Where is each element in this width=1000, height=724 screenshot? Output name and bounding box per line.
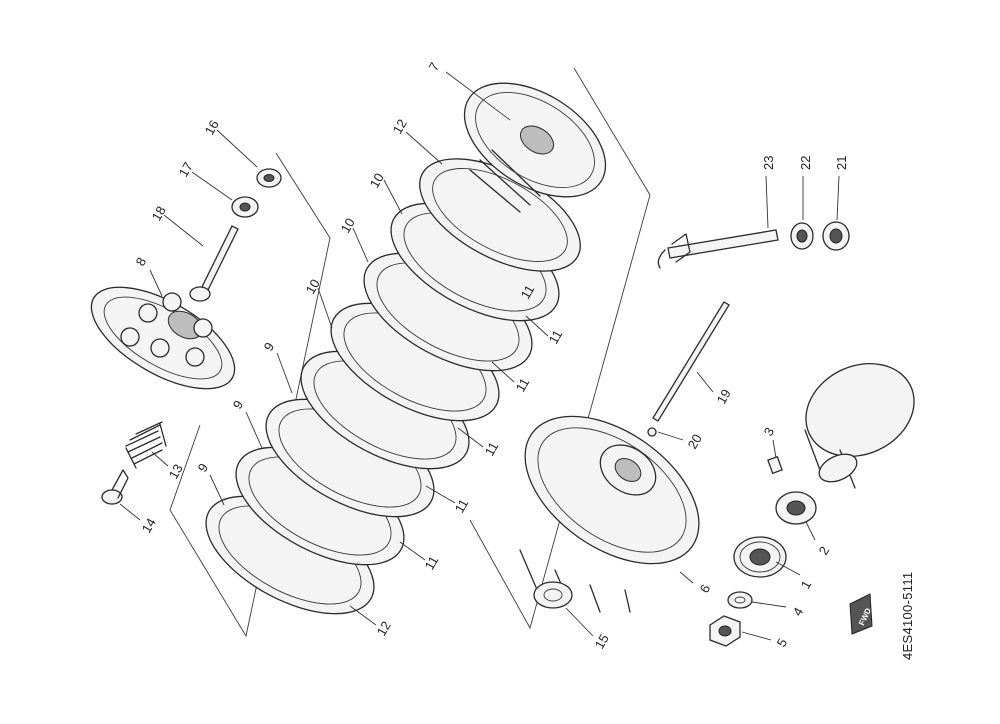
washer-15 bbox=[533, 581, 573, 609]
callout-16: 16 bbox=[202, 117, 222, 137]
clutch-boss bbox=[463, 82, 607, 213]
callout-9a: 9 bbox=[195, 461, 212, 475]
callout-9b: 9 bbox=[230, 398, 247, 412]
callout-4: 4 bbox=[790, 605, 807, 619]
callout-20: 20 bbox=[685, 431, 705, 451]
ball-20 bbox=[647, 427, 657, 437]
callout-22: 22 bbox=[798, 156, 813, 170]
lock-washer-4 bbox=[727, 591, 753, 609]
callout-6: 6 bbox=[697, 582, 714, 596]
oil-seal-22 bbox=[790, 222, 814, 250]
diagram-code: 4ES4100-5111 bbox=[900, 572, 915, 660]
callout-11e: 11 bbox=[422, 553, 442, 572]
callout-2: 2 bbox=[816, 544, 833, 558]
key-3 bbox=[767, 455, 783, 475]
callout-11c: 11 bbox=[482, 439, 502, 458]
callout-3: 3 bbox=[761, 425, 778, 439]
callout-1: 1 bbox=[798, 578, 815, 592]
forward-mark-icon: FWD bbox=[849, 593, 873, 635]
clutch-plate-stack bbox=[205, 158, 581, 615]
clutch-housing bbox=[519, 415, 700, 613]
callout-7: 7 bbox=[426, 60, 443, 74]
push-lever-shaft bbox=[657, 229, 779, 269]
callout-12a: 12 bbox=[390, 116, 410, 136]
callout-17: 17 bbox=[176, 159, 196, 179]
callout-23: 23 bbox=[761, 156, 776, 170]
push-rod-19 bbox=[652, 301, 730, 422]
callout-21: 21 bbox=[834, 156, 849, 170]
callout-18: 18 bbox=[149, 203, 169, 223]
bearing-21 bbox=[822, 221, 850, 251]
callout-8: 8 bbox=[133, 255, 150, 269]
callout-15: 15 bbox=[592, 631, 612, 651]
callout-9c: 9 bbox=[261, 340, 278, 354]
oil-pump-drive bbox=[804, 362, 915, 489]
callout-11f: 11 bbox=[518, 282, 538, 301]
nut-5 bbox=[709, 615, 741, 647]
callout-10b: 10 bbox=[338, 215, 358, 235]
primary-drive-gear bbox=[733, 536, 787, 578]
callout-11a: 11 bbox=[546, 327, 566, 346]
callout-11d: 11 bbox=[452, 496, 472, 515]
group-frames bbox=[169, 67, 651, 638]
callout-12b: 12 bbox=[374, 618, 394, 638]
push-rod-assembly bbox=[189, 168, 282, 302]
leader-lines bbox=[119, 71, 840, 641]
callout-10a: 10 bbox=[303, 276, 323, 296]
callout-13: 13 bbox=[166, 461, 186, 481]
callout-10c: 10 bbox=[367, 170, 387, 190]
callout-19: 19 bbox=[714, 386, 734, 406]
callout-5: 5 bbox=[774, 636, 791, 650]
spacer-2 bbox=[775, 491, 817, 525]
clutch-spring bbox=[125, 421, 167, 469]
callout-11b: 11 bbox=[513, 375, 533, 394]
spring-bolt bbox=[101, 469, 129, 505]
callout-14: 14 bbox=[139, 515, 159, 535]
pressure-plate bbox=[90, 286, 236, 390]
